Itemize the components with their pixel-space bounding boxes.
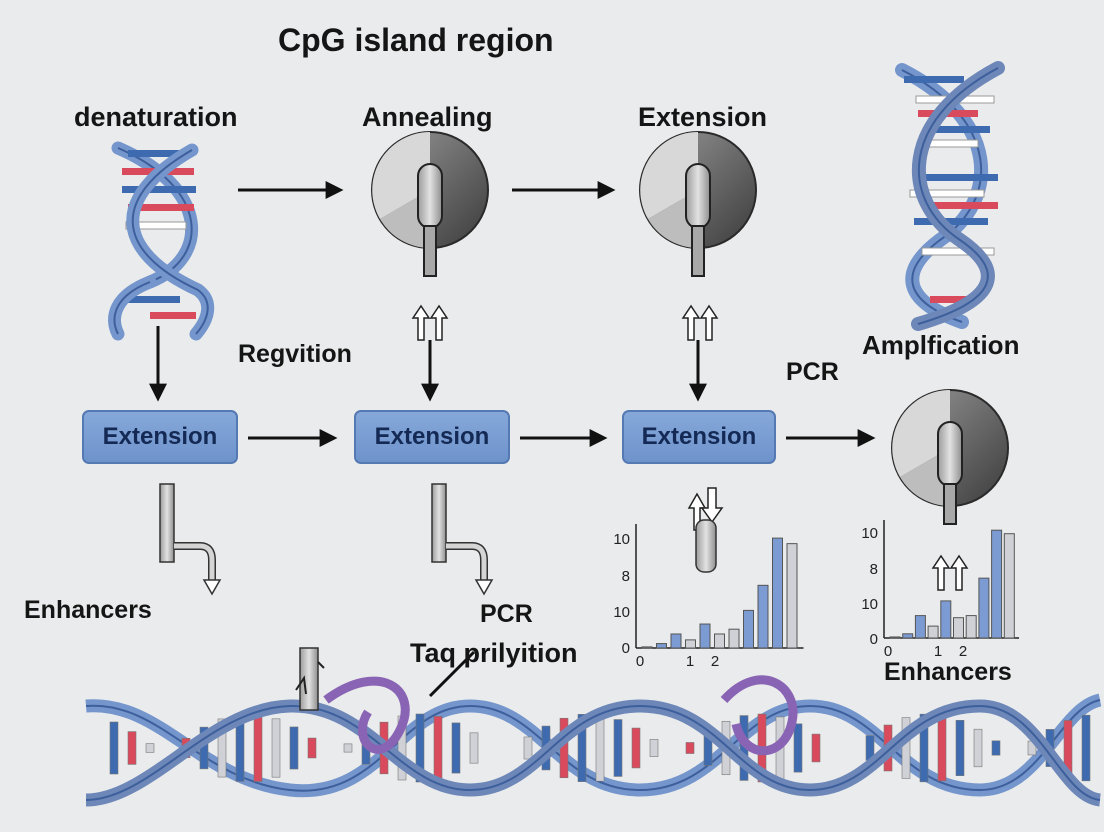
x-tick-label: 2 xyxy=(711,653,719,670)
y-tick-label: 10 xyxy=(861,596,878,613)
helix-rung xyxy=(613,719,623,777)
helix-rung xyxy=(577,714,587,782)
extension-box-1: Extension xyxy=(82,410,238,464)
disk-extension xyxy=(639,131,757,277)
bar xyxy=(991,529,1003,639)
bar xyxy=(786,543,798,649)
bar xyxy=(728,628,740,649)
bar xyxy=(978,577,990,639)
helix-rung xyxy=(1081,714,1091,782)
bar xyxy=(757,584,769,649)
y-tick-label: 8 xyxy=(870,561,878,578)
bar xyxy=(772,537,783,649)
disk-pcr xyxy=(891,389,1009,525)
y-tick-label: 8 xyxy=(622,568,630,585)
bar xyxy=(914,615,926,639)
helix-rung xyxy=(307,737,317,759)
label-denaturation: denaturation xyxy=(74,102,238,132)
y-tick-label: 10 xyxy=(613,604,630,621)
flow-arrows xyxy=(149,181,876,698)
label-annealing: Annealing xyxy=(362,102,493,132)
y-tick-label: 0 xyxy=(870,631,878,648)
helix-rung xyxy=(955,720,965,776)
helix-rung xyxy=(685,742,695,754)
label-pcr-right: PCR xyxy=(786,358,839,386)
bar xyxy=(902,633,914,639)
helix-rung xyxy=(271,718,281,778)
helix-rung xyxy=(649,739,659,757)
helix-rung xyxy=(631,727,641,769)
helix-rung xyxy=(451,722,461,774)
bar xyxy=(641,646,653,649)
bar xyxy=(940,600,952,639)
x-tick-label: 0 xyxy=(636,653,644,670)
helix-rung xyxy=(973,728,983,768)
label-regvition: Regvition xyxy=(238,340,352,368)
title: CpG island region xyxy=(278,22,554,58)
helix-rung xyxy=(901,717,911,779)
helix-rung xyxy=(991,740,1001,756)
hollow-arrows xyxy=(411,304,969,591)
helix-rung xyxy=(523,736,533,760)
helix-top-left xyxy=(108,141,215,341)
bar xyxy=(685,639,696,649)
helix-rung xyxy=(343,743,353,753)
helix-top-right xyxy=(895,61,1005,331)
x-tick-label: 2 xyxy=(959,643,967,660)
y-tick-label: 10 xyxy=(861,525,878,542)
helix-rung xyxy=(793,723,803,773)
y-tick-label: 0 xyxy=(622,640,630,657)
helix-rung xyxy=(811,733,821,763)
x-tick-label: 1 xyxy=(934,643,942,660)
helix-rung xyxy=(595,714,605,782)
bar xyxy=(927,625,939,639)
tube-bent-middle xyxy=(431,483,494,596)
label-amplification: Amplfication xyxy=(862,330,1020,360)
bar xyxy=(699,623,711,649)
label-pcr-bottom: PCR xyxy=(480,600,533,628)
bar xyxy=(656,643,667,649)
bar xyxy=(889,636,901,639)
helix-rung xyxy=(127,731,137,765)
helix-rung xyxy=(109,721,119,775)
bar xyxy=(743,609,754,649)
helix-rung xyxy=(217,718,227,778)
bar xyxy=(1003,533,1015,639)
disk-annealing xyxy=(371,131,489,277)
extension-box-2: Extension xyxy=(354,410,510,464)
helix-rung xyxy=(289,726,299,770)
x-tick-label: 1 xyxy=(686,653,694,670)
label-taq: Taq prilyition xyxy=(410,638,578,668)
label-enhancers-left: Enhancers xyxy=(24,596,152,624)
helix-rung xyxy=(469,732,479,764)
tube-right xyxy=(695,519,717,573)
helix-rung xyxy=(937,714,947,782)
helix-bottom xyxy=(85,647,1102,807)
helix-rung xyxy=(919,713,929,783)
bar xyxy=(714,633,725,649)
extension-box-3: Extension xyxy=(622,410,776,464)
bar xyxy=(953,617,964,639)
tube-bent-left xyxy=(159,483,222,596)
helix-rung xyxy=(145,743,155,753)
label-extension-top: Extension xyxy=(638,102,768,132)
bar xyxy=(965,615,977,639)
x-tick-label: 0 xyxy=(884,643,892,660)
bar xyxy=(670,633,682,649)
label-enhancers-right: Enhancers xyxy=(884,658,1012,686)
helix-rung xyxy=(433,716,443,780)
helix-rung xyxy=(253,714,263,782)
y-tick-label: 10 xyxy=(613,531,630,548)
